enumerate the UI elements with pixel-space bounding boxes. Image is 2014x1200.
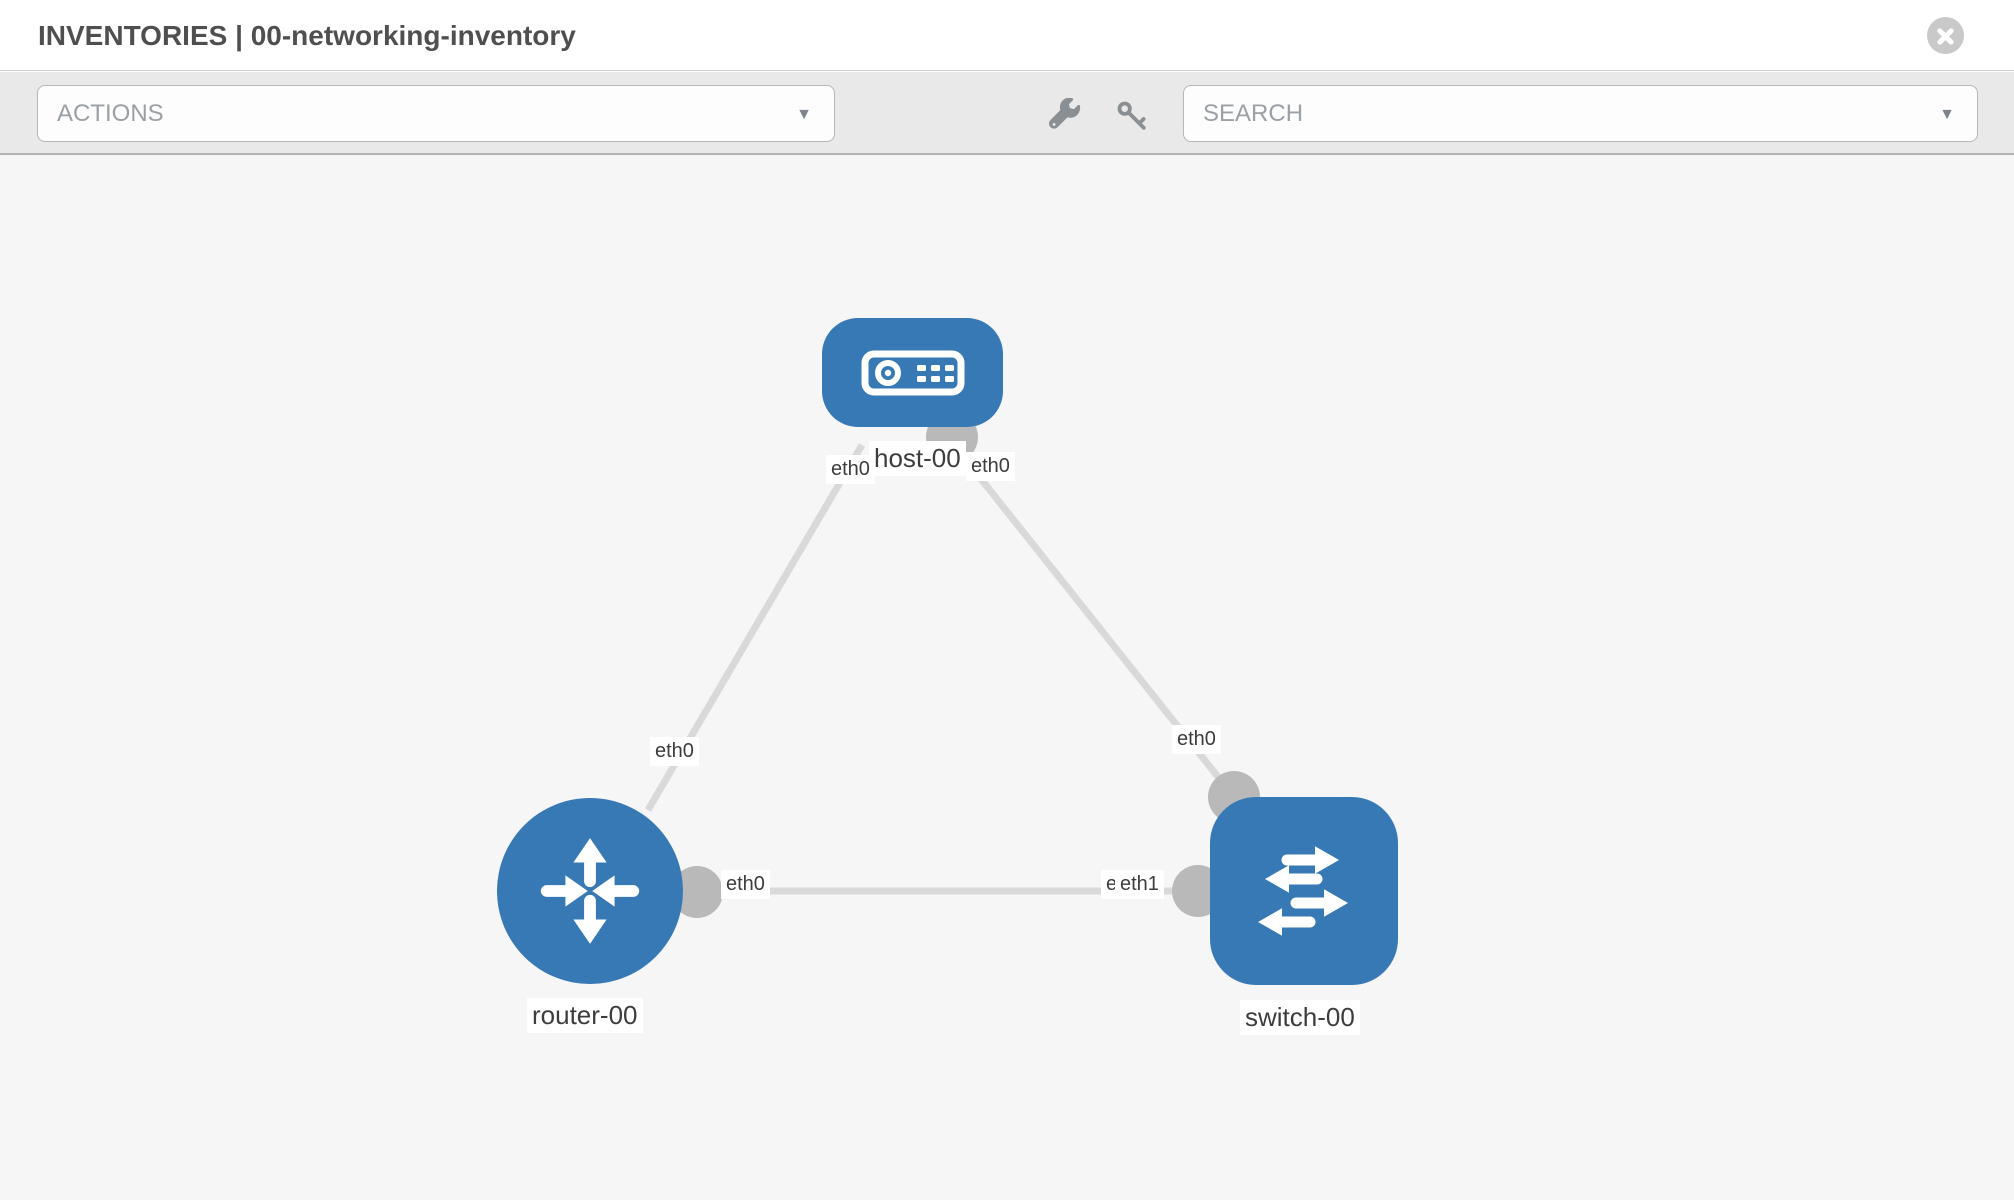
search-dropdown[interactable]: SEARCH ▼ <box>1183 85 1978 142</box>
page-title: INVENTORIES | 00-networking-inventory <box>38 20 576 51</box>
toolbar: ACTIONS ▼ SEARCH ▼ <box>0 72 2014 155</box>
key-icon <box>1117 101 1146 130</box>
key-button[interactable] <box>1114 98 1150 134</box>
node-label-host: host-00 <box>869 441 966 476</box>
iface-label-host-left: eth0 <box>826 455 875 484</box>
router-icon <box>540 838 640 944</box>
header: INVENTORIES | 00-networking-inventory <box>0 0 2014 71</box>
close-button[interactable] <box>1927 17 1964 54</box>
iface-label-switch-left: eth1 <box>1115 870 1164 899</box>
actions-dropdown-label: ACTIONS <box>57 100 164 127</box>
node-label-switch: switch-00 <box>1240 1000 1360 1035</box>
search-placeholder: SEARCH <box>1203 100 1304 127</box>
wrench-icon <box>1048 98 1081 129</box>
iface-label-host-right: eth0 <box>966 452 1015 481</box>
topology-links-layer <box>644 411 1260 918</box>
node-host-00[interactable] <box>822 318 1003 427</box>
actions-dropdown[interactable]: ACTIONS ▼ <box>37 85 835 142</box>
iface-label-switch-top: eth0 <box>1172 725 1221 754</box>
wrench-button[interactable] <box>1048 98 1084 134</box>
chevron-down-icon: ▼ <box>1939 106 1955 123</box>
host-icon <box>861 350 964 395</box>
node-router-00[interactable] <box>497 798 683 984</box>
iface-label-router-right: eth0 <box>721 870 770 899</box>
switch-icon <box>1257 846 1349 936</box>
chevron-down-icon: ▼ <box>796 106 812 123</box>
topology-canvas[interactable]: host-00 router-00 switch-00 eth0 eth0 et… <box>0 155 2014 1200</box>
interface-dot-router <box>671 866 723 918</box>
iface-label-router-top: eth0 <box>650 737 699 766</box>
node-label-router: router-00 <box>527 998 643 1033</box>
node-switch-00[interactable] <box>1210 797 1398 985</box>
